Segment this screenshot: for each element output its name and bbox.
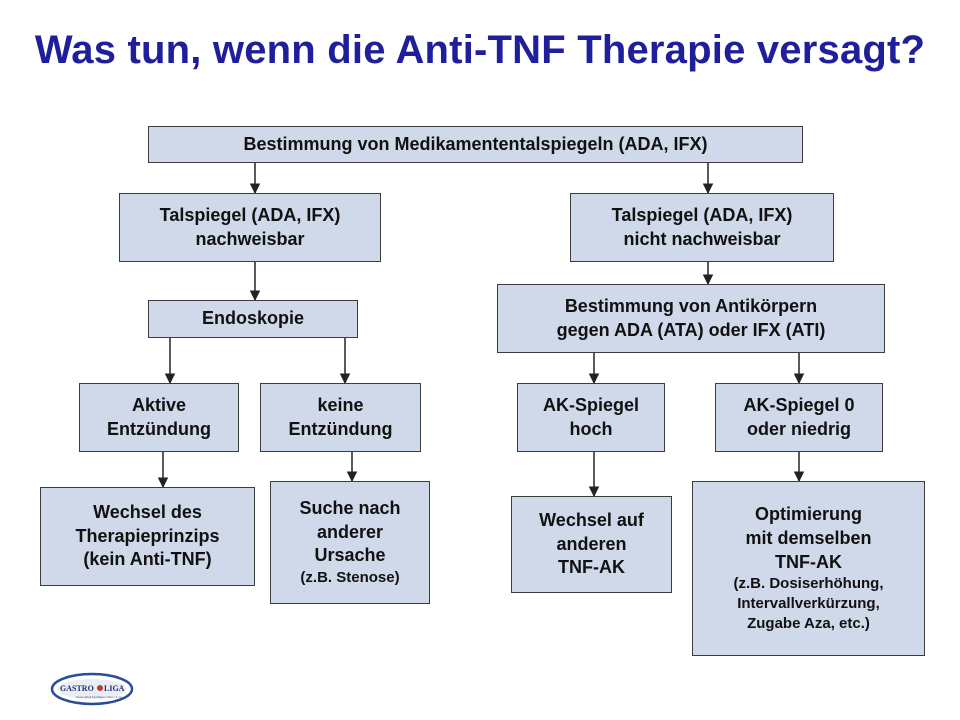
box-medikamententalspiegel: Bestimmung von Medikamententalspiegeln (… — [148, 126, 803, 163]
box-optimierung: Optimierung mit demselben TNF-AK (z.B. D… — [692, 481, 925, 656]
page-title: Was tun, wenn die Anti-TNF Therapie vers… — [34, 28, 926, 72]
box-talspiegel-nicht-nachweisbar: Talspiegel (ADA, IFX) nicht nachweisbar — [570, 193, 834, 262]
box-ak-spiegel-hoch: AK-Spiegel hoch — [517, 383, 665, 452]
svg-text:LIGA: LIGA — [104, 684, 125, 693]
box-suche-andere-ursache: Suche nach anderer Ursache (z.B. Stenose… — [270, 481, 430, 604]
box-keine-entzuendung: keine Entzündung — [260, 383, 421, 452]
svg-text:Gesundheit für Magen, Darm & C: Gesundheit für Magen, Darm & Co. — [76, 695, 123, 699]
svg-text:GASTRO: GASTRO — [60, 684, 94, 693]
box-wechsel-therapieprinzip: Wechsel des Therapieprinzips (kein Anti-… — [40, 487, 255, 586]
gastroliga-logo: GASTRO LIGA Gesundheit für Magen, Darm &… — [50, 672, 134, 706]
box-ak-spiegel-niedrig: AK-Spiegel 0 oder niedrig — [715, 383, 883, 452]
box-bestimmung-antikoerper: Bestimmung von Antikörpern gegen ADA (AT… — [497, 284, 885, 353]
box-talspiegel-nachweisbar: Talspiegel (ADA, IFX) nachweisbar — [119, 193, 381, 262]
box-aktive-entzuendung: Aktive Entzündung — [79, 383, 239, 452]
box-endoskopie: Endoskopie — [148, 300, 358, 338]
box-wechsel-anderen-tnf-ak: Wechsel auf anderen TNF-AK — [511, 496, 672, 593]
